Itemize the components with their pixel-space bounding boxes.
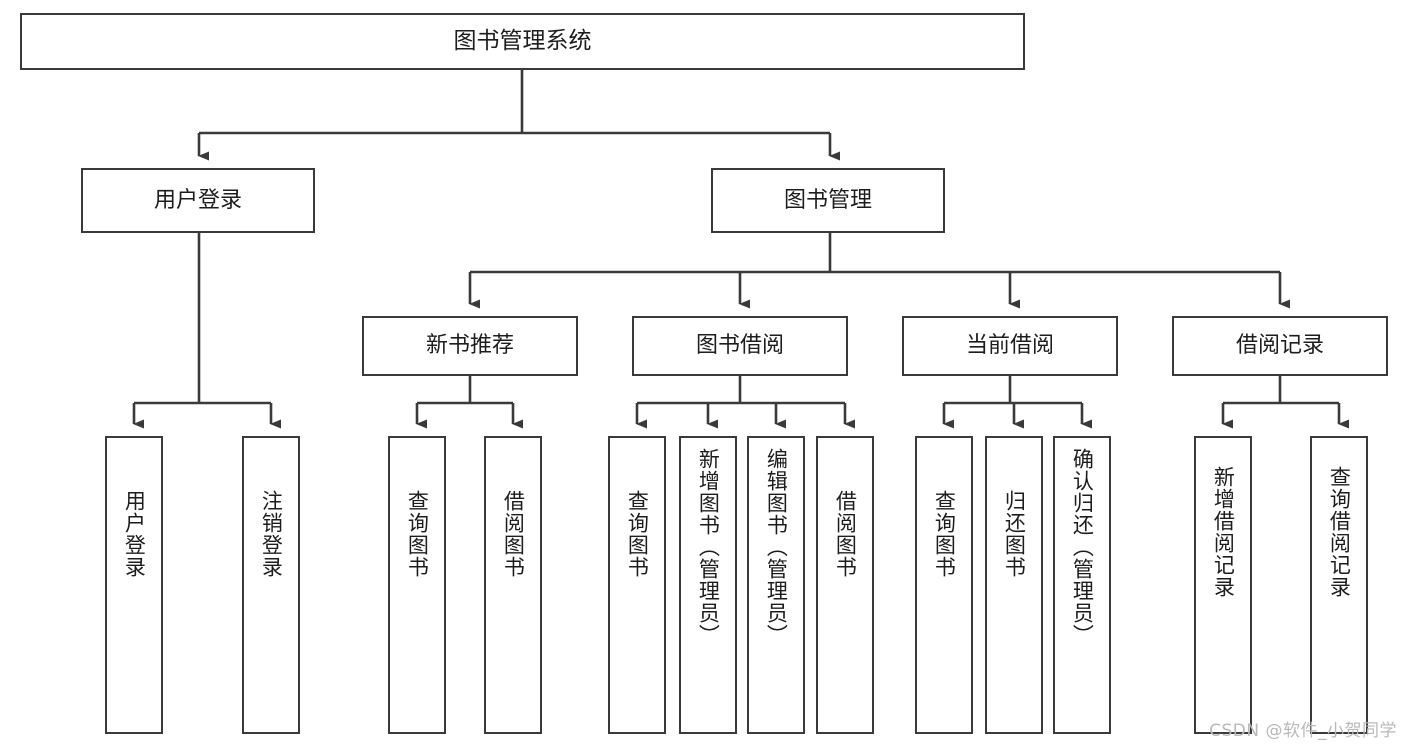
node-leaf-add-book[interactable]: 新增图书（管理员） [679, 436, 737, 734]
node-user-login[interactable]: 用户登录 [81, 168, 315, 233]
node-leaf-return-book-label: 归还图书 [1002, 490, 1027, 578]
node-leaf-query-book-1[interactable]: 查询图书 [388, 436, 446, 734]
node-leaf-borrow-book-2[interactable]: 借阅图书 [816, 436, 874, 734]
node-leaf-user-login[interactable]: 用户登录 [105, 436, 163, 734]
watermark: CSDN @软件_小贺同学 [1209, 721, 1397, 741]
node-leaf-user-login-label: 用户登录 [122, 490, 147, 578]
node-book-management-label: 图书管理 [783, 187, 872, 213]
node-leaf-query-book-2-label: 查询图书 [625, 490, 650, 578]
node-book-borrow[interactable]: 图书借阅 [632, 316, 848, 376]
node-borrow-record-label: 借阅记录 [1235, 333, 1324, 359]
node-user-login-label: 用户登录 [153, 187, 242, 213]
node-leaf-add-book-label: 新增图书（管理员） [696, 448, 721, 646]
node-new-book-recommend-label: 新书推荐 [425, 333, 514, 359]
node-leaf-add-record[interactable]: 新增借阅记录 [1194, 436, 1252, 734]
node-leaf-edit-book-label: 编辑图书（管理员） [764, 448, 789, 646]
node-leaf-logout-label: 注销登录 [259, 490, 284, 578]
node-root[interactable]: 图书管理系统 [20, 13, 1025, 70]
node-leaf-query-book-3[interactable]: 查询图书 [915, 436, 973, 734]
node-leaf-query-record[interactable]: 查询借阅记录 [1310, 436, 1368, 734]
node-leaf-borrow-book-1[interactable]: 借阅图书 [484, 436, 542, 734]
node-book-management[interactable]: 图书管理 [711, 168, 945, 233]
node-borrow-record[interactable]: 借阅记录 [1172, 316, 1388, 376]
node-leaf-query-book-3-label: 查询图书 [932, 490, 957, 578]
node-leaf-confirm-return[interactable]: 确认归还（管理员） [1053, 436, 1111, 734]
node-current-borrow[interactable]: 当前借阅 [902, 316, 1118, 376]
node-leaf-query-record-label: 查询借阅记录 [1327, 466, 1352, 598]
node-current-borrow-label: 当前借阅 [965, 333, 1054, 359]
node-leaf-add-record-label: 新增借阅记录 [1211, 466, 1236, 598]
node-leaf-query-book-1-label: 查询图书 [405, 490, 430, 578]
node-new-book-recommend[interactable]: 新书推荐 [362, 316, 578, 376]
node-root-label: 图书管理系统 [453, 28, 592, 55]
node-leaf-logout[interactable]: 注销登录 [242, 436, 300, 734]
node-leaf-confirm-return-label: 确认归还（管理员） [1070, 448, 1095, 646]
node-leaf-edit-book[interactable]: 编辑图书（管理员） [747, 436, 805, 734]
node-leaf-query-book-2[interactable]: 查询图书 [608, 436, 666, 734]
node-leaf-borrow-book-1-label: 借阅图书 [501, 490, 526, 578]
node-leaf-return-book[interactable]: 归还图书 [985, 436, 1043, 734]
node-book-borrow-label: 图书借阅 [695, 333, 784, 359]
node-leaf-borrow-book-2-label: 借阅图书 [833, 490, 858, 578]
